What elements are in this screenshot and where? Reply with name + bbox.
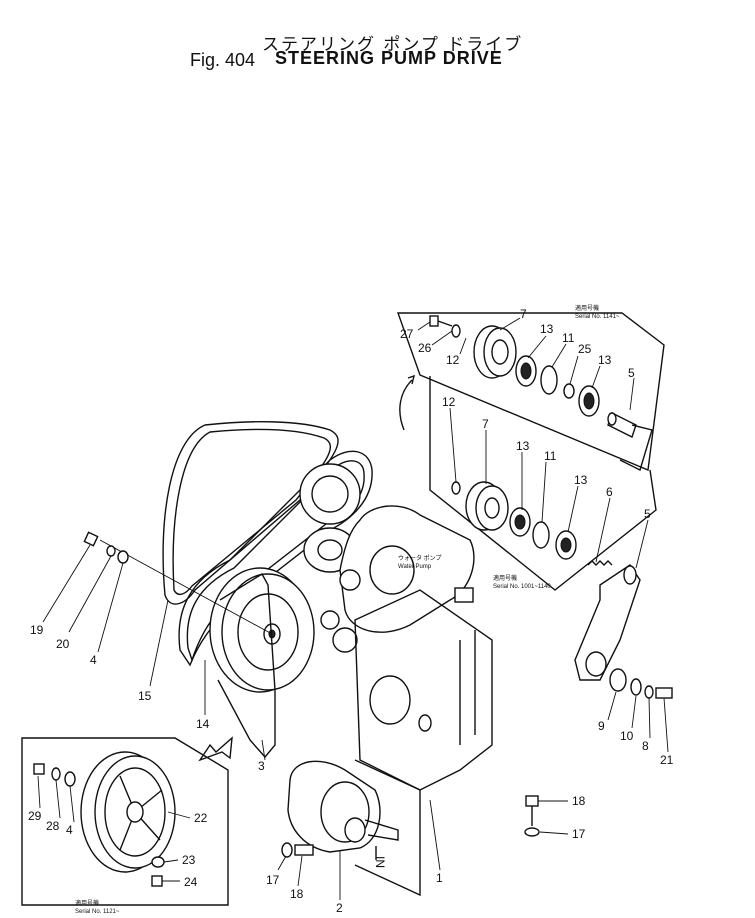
callout-18: 18 <box>290 887 304 901</box>
callout-5: 5 <box>644 507 651 521</box>
spring-part <box>587 560 613 566</box>
callout-18: 18 <box>572 794 586 808</box>
inset-panel-middle: 適用号機 Serial No. 1001~1140 <box>429 376 657 591</box>
idler-pulley-part <box>473 325 517 379</box>
idler-pulley-part <box>465 481 509 531</box>
leader-lines <box>37 317 669 900</box>
bearing-part <box>555 530 577 560</box>
callout-24: 24 <box>184 875 198 889</box>
inlet-label: IN <box>373 856 387 868</box>
arm-hardware <box>609 668 673 699</box>
bearing-part <box>515 355 537 387</box>
inset-panel-top: 適用号機 Serial No. 1141~ <box>397 304 665 471</box>
callout-20: 20 <box>56 637 70 651</box>
serial-top-no: Serial No. 1141~ <box>575 314 620 320</box>
callout-7: 7 <box>482 417 489 431</box>
callout-12: 12 <box>446 353 460 367</box>
snap-ring-part <box>540 365 558 395</box>
pump-hardware-left <box>281 842 314 858</box>
callout-17: 17 <box>572 827 586 841</box>
callout-3: 3 <box>258 759 265 773</box>
spoked-pulley-part <box>80 751 176 873</box>
callout-13: 13 <box>598 353 612 367</box>
washer-part <box>451 481 461 495</box>
callout-21: 21 <box>660 753 674 767</box>
callout-11: 11 <box>544 449 557 463</box>
bolt-part <box>429 315 453 327</box>
water-pump-jp: ウォータ ポンプ <box>398 554 442 562</box>
callout-26: 26 <box>418 341 432 355</box>
callout-25: 25 <box>578 342 592 356</box>
pulley-hardware <box>83 531 129 564</box>
callout-29: 29 <box>28 809 42 823</box>
figure-number: Fig. 404 <box>190 50 256 70</box>
callout-27: 27 <box>400 327 414 341</box>
callout-7: 7 <box>520 307 527 321</box>
callout-4: 4 <box>90 653 97 667</box>
shaft-part <box>607 412 653 471</box>
crank-pulley-upper <box>299 463 361 525</box>
reference-arrow <box>399 379 413 431</box>
callout-13: 13 <box>574 473 588 487</box>
reference-arrow-lower <box>198 736 233 762</box>
tensioner-arm-part <box>574 564 641 681</box>
callout-1: 1 <box>436 871 443 885</box>
pump-mount-bracket <box>354 589 493 897</box>
callout-5: 5 <box>628 366 635 380</box>
callout-4: 4 <box>66 823 73 837</box>
snap-ring-part <box>532 521 550 549</box>
callout-10: 10 <box>620 729 634 743</box>
inset-panel-bottom: 適用号機 Serial No. 1121~ <box>21 737 229 915</box>
title-japanese: ステアリング ポンプ ドライブ <box>262 35 524 55</box>
pulley-bracket <box>217 573 276 759</box>
bearing-part <box>578 385 600 417</box>
bearing-part <box>509 507 531 537</box>
callout-13: 13 <box>516 439 530 453</box>
callout-6: 6 <box>606 485 613 499</box>
callout-19: 19 <box>30 623 44 637</box>
serial-bottom-no: Serial No. 1121~ <box>75 909 120 915</box>
callout-12: 12 <box>442 395 456 409</box>
callout-8: 8 <box>642 739 649 753</box>
serial-top-jp: 適用号機 <box>575 304 599 312</box>
callout-13: 13 <box>540 322 554 336</box>
callout-11: 11 <box>562 331 575 345</box>
title-english: STEERING PUMP DRIVE <box>275 48 503 68</box>
drive-pulley-part <box>209 567 315 693</box>
callout-14: 14 <box>196 717 210 731</box>
axis-line <box>99 539 273 635</box>
serial-bottom-jp: 適用号機 <box>75 899 99 907</box>
callout-2: 2 <box>336 901 343 915</box>
water-pump-housing: ウォータ ポンプ Water Pump <box>320 505 475 653</box>
callout-numbers: 27 26 12 7 13 11 25 13 5 12 7 13 11 13 6… <box>28 307 674 915</box>
pump-hardware-right <box>524 795 540 837</box>
steering-pump-part: IN <box>287 760 399 868</box>
callout-28: 28 <box>46 819 60 833</box>
callout-23: 23 <box>182 853 196 867</box>
callout-15: 15 <box>138 689 152 703</box>
serial-mid-no: Serial No. 1001~1140 <box>493 584 551 590</box>
callout-22: 22 <box>194 811 208 825</box>
callout-17: 17 <box>266 873 280 887</box>
serial-mid-jp: 適用号機 <box>493 574 517 582</box>
spacer-part <box>563 383 575 399</box>
callout-9: 9 <box>598 719 605 733</box>
water-pump-en: Water Pump <box>398 564 432 570</box>
washer-part <box>451 324 461 338</box>
